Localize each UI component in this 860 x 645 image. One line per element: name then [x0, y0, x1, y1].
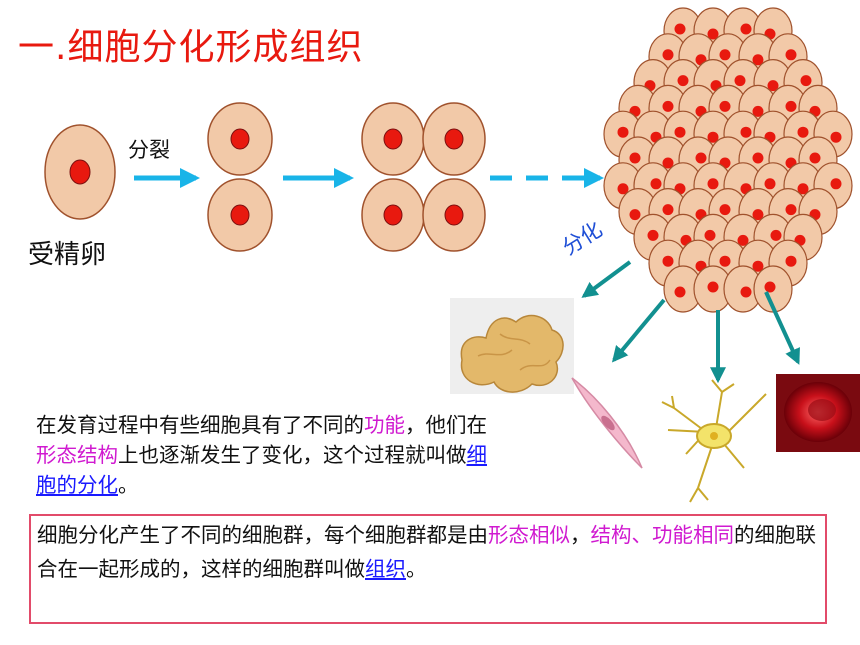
page-title: 一.细胞分化形成组织	[18, 27, 364, 68]
cluster-cell-nucleus	[785, 204, 797, 216]
red-blood-cell-icon	[776, 374, 860, 452]
cluster-cell-nucleus	[677, 75, 689, 87]
para1-text-3: 上也逐渐发生了变化，这个过程就叫做	[118, 443, 467, 467]
cluster-cell-nucleus	[662, 204, 674, 216]
division-label: 分裂	[128, 138, 170, 162]
cluster-cell-nucleus	[752, 54, 764, 66]
cluster-cell-nucleus	[662, 100, 674, 112]
para2-text-3: 的细胞联合在一起形成的，这样的细胞群叫做	[37, 523, 816, 581]
cluster-cell-nucleus	[785, 49, 797, 61]
cell-cluster	[603, 7, 853, 313]
cluster-cell-nucleus	[830, 131, 842, 143]
para2-highlight-function: 结构、功能相同	[590, 523, 735, 547]
cluster-cell-nucleus	[770, 229, 782, 241]
para2-term-tissue: 组织	[365, 557, 406, 581]
differentiation-definition: 在发育过程中有些细胞具有了不同的功能，他们在形态结构上也逐渐发生了变化，这个过程…	[36, 410, 506, 500]
two-cell-stage	[207, 102, 273, 252]
para2-text-1: 细胞分化产生了不同的细胞群，每个细胞群都是由	[37, 523, 488, 547]
cluster-cell-nucleus	[764, 178, 776, 190]
tissue-definition-box: 细胞分化产生了不同的细胞群，每个细胞群都是由形态相似，结构、功能相同的细胞联合在…	[29, 514, 827, 624]
cluster-cell-nucleus	[650, 178, 662, 190]
cluster-cell-nucleus	[707, 131, 719, 143]
cluster-cell-nucleus	[617, 183, 629, 195]
para1-highlight-function: 功能	[364, 413, 405, 437]
cluster-cell-nucleus	[719, 100, 731, 112]
cluster-cell-nucleus	[704, 229, 716, 241]
cluster-cell-nucleus	[797, 183, 809, 195]
cluster-cell-nucleus	[752, 209, 764, 221]
nerve-cell-icon	[661, 379, 767, 503]
muscle-cell-icon	[571, 377, 643, 469]
four-cell-stage	[361, 102, 486, 252]
para2-text-4: 。	[406, 557, 427, 581]
cluster-cell-nucleus	[674, 126, 686, 138]
cluster-cell-nucleus	[785, 100, 797, 112]
cluster-cell-nucleus	[737, 234, 749, 246]
differentiation-arrow-4	[764, 291, 800, 365]
cluster-cell-nucleus	[707, 281, 719, 293]
cluster-cell-nucleus	[740, 23, 752, 35]
differentiation-arrow-1	[581, 260, 632, 298]
cluster-cell-nucleus	[809, 152, 821, 164]
para1-term-differentiation: 细胞的分化	[36, 443, 487, 497]
para1-text-4: 。	[118, 473, 139, 497]
cluster-cell-nucleus	[647, 229, 659, 241]
cluster-cell-nucleus	[674, 286, 686, 298]
para1-highlight-structure: 形态结构	[36, 443, 118, 467]
zygote-cell	[44, 124, 116, 220]
cluster-cell-nucleus	[674, 23, 686, 35]
cluster-cell-nucleus	[764, 281, 776, 293]
cluster-cell-nucleus	[767, 80, 779, 92]
cluster-cell-nucleus	[797, 126, 809, 138]
cluster-cell-nucleus	[617, 126, 629, 138]
para2-highlight-shape: 形态相似	[488, 523, 570, 547]
zygote-label: 受精卵	[28, 240, 107, 270]
cluster-cell-nucleus	[629, 152, 641, 164]
cluster-cell-nucleus	[719, 255, 731, 267]
cluster-cell-nucleus	[734, 75, 746, 87]
epithelial-tissue-icon	[450, 298, 574, 394]
cluster-cell-nucleus	[719, 49, 731, 61]
cluster-cell-nucleus	[662, 49, 674, 61]
para1-text-1: 在发育过程中有些细胞具有了不同的	[36, 413, 364, 437]
cluster-cell-nucleus	[707, 178, 719, 190]
cluster-cell-nucleus	[695, 152, 707, 164]
cluster-cell-nucleus	[707, 28, 719, 40]
cluster-cell-nucleus	[752, 152, 764, 164]
cluster-cell-nucleus	[662, 157, 674, 169]
para2-text-2: ，	[570, 523, 591, 547]
cluster-cell-nucleus	[740, 286, 752, 298]
cluster-cell-nucleus	[785, 255, 797, 267]
cluster-cell-nucleus	[752, 105, 764, 117]
differentiation-arrow-2	[611, 298, 666, 363]
cluster-cell-nucleus	[752, 260, 764, 272]
cluster-cell-nucleus	[800, 75, 812, 87]
cluster-cell-nucleus	[740, 126, 752, 138]
cluster-cell-nucleus	[719, 204, 731, 216]
cluster-cell-nucleus	[830, 178, 842, 190]
para1-text-2: ，他们在	[405, 413, 487, 437]
cluster-cell-nucleus	[662, 255, 674, 267]
cluster-cell-nucleus	[629, 209, 641, 221]
